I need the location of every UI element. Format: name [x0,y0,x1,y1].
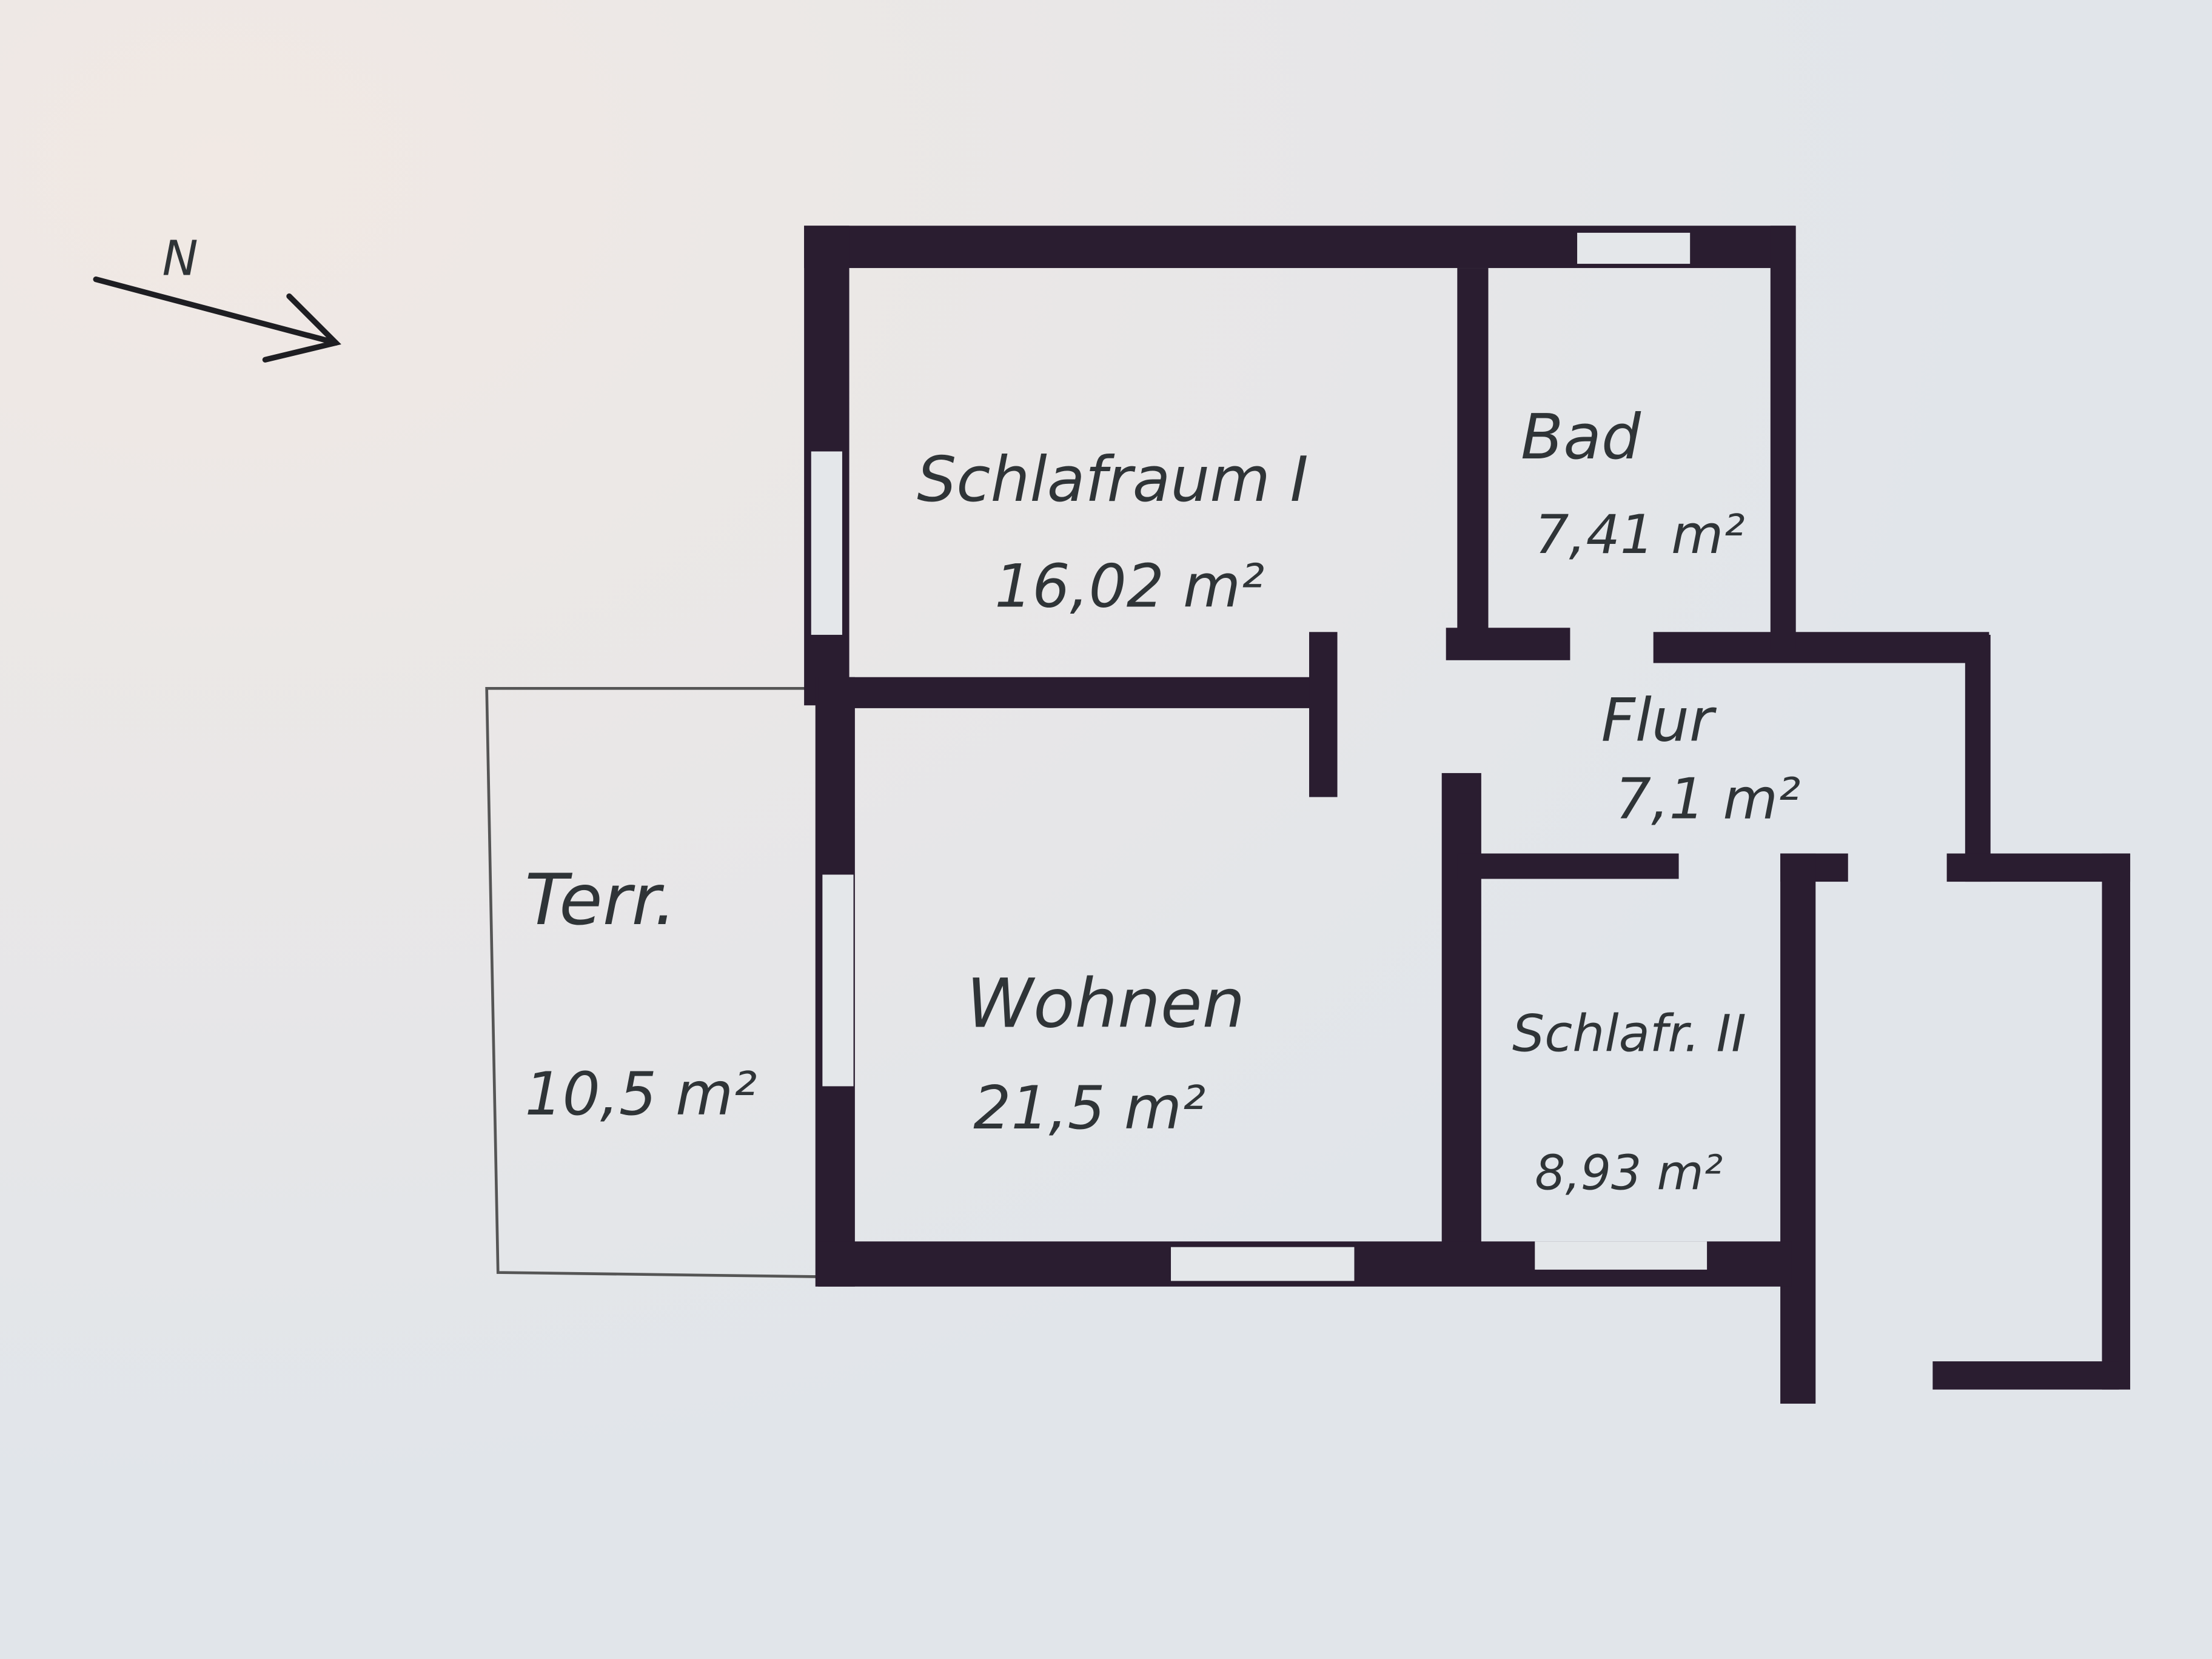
room-name-wohnen: Wohnen [967,965,1245,1044]
room-area-wohnen: 21,5 m² [973,1074,1205,1143]
window-wohnen [822,874,854,1087]
room-name-terrasse: Terr. [525,859,676,941]
terrace-outline [485,687,819,1278]
window-schlafraum-2 [1535,1241,1708,1270]
room-name-bad: Bad [1521,401,1641,474]
north-label: N [163,231,198,287]
room-name-flur: Flur [1601,686,1717,755]
room-area-schlafraum-2: 8,93 m² [1535,1145,1723,1201]
room-area-bad: 7,41 m² [1535,503,1744,566]
room-name-schlafraum-2: Schlafr. II [1512,1004,1746,1063]
room-area-flur: 7,1 m² [1615,766,1801,831]
room-area-terrasse: 10,5 m² [525,1060,757,1129]
window-bottom [1171,1247,1355,1281]
window-schlafraum [811,451,842,635]
walls [804,226,2131,1404]
north-arrow-icon [93,276,341,363]
room-name-schlafraum-1: Schlafraum I [917,444,1308,516]
window-top [1577,232,1691,264]
room-area-schlafraum-1: 16,02 m² [994,552,1264,621]
